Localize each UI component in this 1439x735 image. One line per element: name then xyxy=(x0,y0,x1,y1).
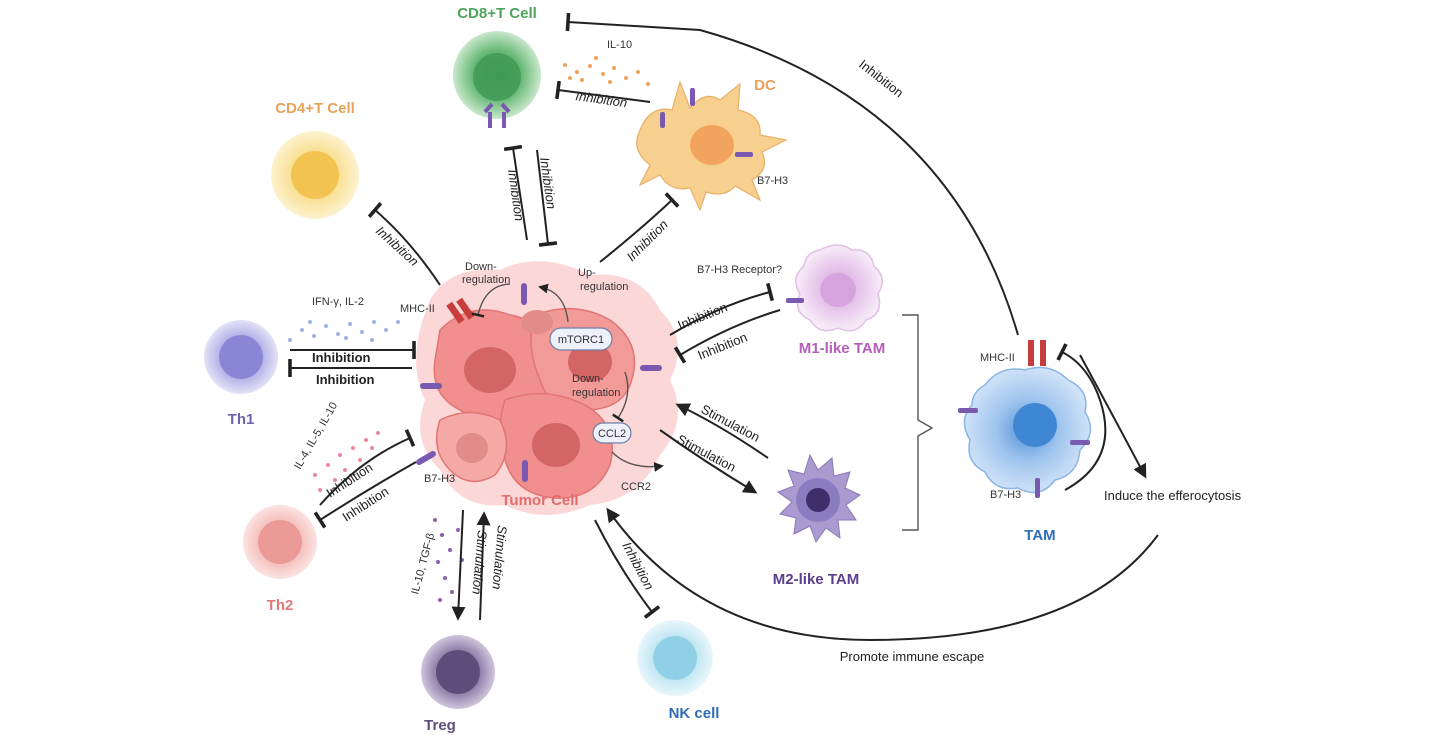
m1-like-tam xyxy=(786,244,883,332)
b7h3-tumor-marker-bottom xyxy=(522,460,528,482)
th1-cell xyxy=(204,320,278,394)
tumor-nucleus-1 xyxy=(464,347,516,393)
m1-label: M1-like TAM xyxy=(799,340,885,357)
m2-like-tam xyxy=(776,453,861,544)
b7h3-dc-label: B7-H3 xyxy=(757,175,788,187)
th2-to-tumor-inhibition xyxy=(319,429,416,506)
treg-cell xyxy=(421,635,495,709)
nk-cell xyxy=(637,620,713,696)
m2-to-tumor-stimulation xyxy=(675,403,769,459)
treg-label: Treg xyxy=(424,717,456,734)
b7h3-tumor-marker-lower-left xyxy=(416,451,436,465)
immune-escape-label: Promote immune escape xyxy=(840,649,985,664)
nk-label: NK cell xyxy=(669,705,720,722)
ccl2-label: CCL2 xyxy=(598,428,626,440)
tam-efferocytosis-arrow-2 xyxy=(1079,354,1147,479)
b7h3-tumor-marker-top xyxy=(521,283,527,305)
dc-to-cd8-inhibition xyxy=(555,80,651,103)
down-reg-label-2a: Down- xyxy=(572,373,604,385)
ccr2-arrow xyxy=(611,451,664,472)
rel-m1-inhibition-a: Inhibition xyxy=(676,299,730,332)
il10-tgfb-dots xyxy=(433,518,464,602)
down-reg-label-2b: regulation xyxy=(572,387,620,399)
mtorc1-pill xyxy=(549,327,613,351)
m2-label: M2-like TAM xyxy=(773,571,859,588)
efferocytosis-label: Induce the efferocytosis xyxy=(1104,488,1242,503)
immune-escape-arrow xyxy=(606,507,1159,642)
il4-il5-il10-label: IL-4, IL-5, IL-10 xyxy=(292,400,340,471)
tumor-nucleus-5 xyxy=(521,310,553,334)
macrophage-bracket xyxy=(902,314,934,531)
rel-dc-cd8-inhibition: Inhibition xyxy=(575,88,629,110)
tumor-to-m2-stimulation xyxy=(659,429,758,494)
il4-il5-il10-dots xyxy=(313,431,380,492)
tumor-cell-label: Tumor Cell xyxy=(501,492,578,509)
rel-treg-stimulation-b: Stimulation xyxy=(489,525,510,590)
cd8-label: CD8+T Cell xyxy=(457,5,537,22)
il10-tgfb-label: IL-10, TGF-β xyxy=(409,532,437,596)
b7h3-tumor-marker-right xyxy=(640,365,662,371)
rel-cd8-inhibition-a: Inhibition xyxy=(505,168,527,222)
rel-treg-stimulation-a: Stimulation xyxy=(469,530,490,595)
ifn-il2-dots xyxy=(288,320,400,342)
tumor-nucleus-3 xyxy=(532,423,580,467)
th2-label: Th2 xyxy=(267,597,294,614)
treg-to-tumor-stimulation xyxy=(476,511,491,621)
cd4-label: CD4+T Cell xyxy=(275,100,355,117)
tam-to-cd8-inhibition xyxy=(565,12,1019,336)
down-regulation-arrow-ccl2 xyxy=(612,371,629,423)
ccl2-pill xyxy=(592,422,632,444)
up-reg-label-a: Up- xyxy=(578,267,596,279)
th1-label: Th1 xyxy=(228,411,255,428)
tumor-to-dc-inhibition xyxy=(599,192,680,263)
down-reg-label-1b: regulation xyxy=(462,274,510,286)
b7h3-tumor-label: B7-H3 xyxy=(424,473,455,485)
up-reg-label-b: regulation xyxy=(580,281,628,293)
tumor-cluster: mTORC1 CCL2 xyxy=(416,261,678,515)
tam-cell xyxy=(958,340,1092,498)
rel-m2-stimulation-b: Stimulation xyxy=(675,431,739,474)
rel-tam-cd8-inhibition: Inhibition xyxy=(856,57,906,101)
ccr2-label: CCR2 xyxy=(621,481,651,493)
tam-efferocytosis-arrow xyxy=(1056,343,1107,491)
th2-cell xyxy=(243,505,317,579)
dendritic-cell xyxy=(636,80,788,212)
down-reg-label-1a: Down- xyxy=(465,261,497,273)
rel-th1-inhibition-a: Inhibition xyxy=(312,350,371,365)
cd8-t-cell xyxy=(453,31,541,128)
tumor-to-cd8-inhibition xyxy=(503,144,528,241)
il10-label: IL-10 xyxy=(607,39,632,51)
mhc2-tumor-receptor xyxy=(446,297,475,324)
ifn-il2-label: IFN-γ, IL-2 xyxy=(312,296,364,308)
il10-secretion-dots xyxy=(563,56,650,86)
rel-cd8-inhibition-b: Inhibition xyxy=(537,156,559,210)
dc-label: DC xyxy=(754,77,776,94)
mhc2-tumor-label: MHC-II xyxy=(400,303,435,315)
tumor-nucleus-4 xyxy=(456,433,488,463)
rel-tumor-dc-inhibition: Inhibition xyxy=(624,217,671,264)
rel-th1-inhibition-b: Inhibition xyxy=(316,372,375,387)
tumor-to-th2-inhibition xyxy=(313,461,417,529)
cd4-t-cell xyxy=(271,131,359,219)
tumor-to-nk-inhibition xyxy=(594,519,661,619)
m1-to-tumor-inhibition xyxy=(673,309,781,364)
tam-label: TAM xyxy=(1024,527,1055,544)
tumor-to-m1-inhibition xyxy=(669,282,775,336)
mtorc1-label: mTORC1 xyxy=(558,334,604,346)
tumor-to-treg-stimulation xyxy=(451,509,466,621)
mhc2-tam-label: MHC-II xyxy=(980,352,1015,364)
tumor-nucleus-2 xyxy=(568,342,612,382)
up-regulation-arrow xyxy=(538,283,569,323)
rel-m1-inhibition-b: Inhibition xyxy=(696,329,750,362)
rel-m2-stimulation-a: Stimulation xyxy=(699,401,763,444)
cd8-to-tumor-inhibition xyxy=(536,149,558,247)
b7h3-tam-label: B7-H3 xyxy=(990,489,1021,501)
down-regulation-arrow-mhc xyxy=(471,283,511,318)
b7h3-receptor-label: B7-H3 Receptor? xyxy=(697,264,782,276)
b7h3-tumor-marker-left xyxy=(420,383,442,389)
tumor-to-cd4-inhibition xyxy=(367,201,441,286)
